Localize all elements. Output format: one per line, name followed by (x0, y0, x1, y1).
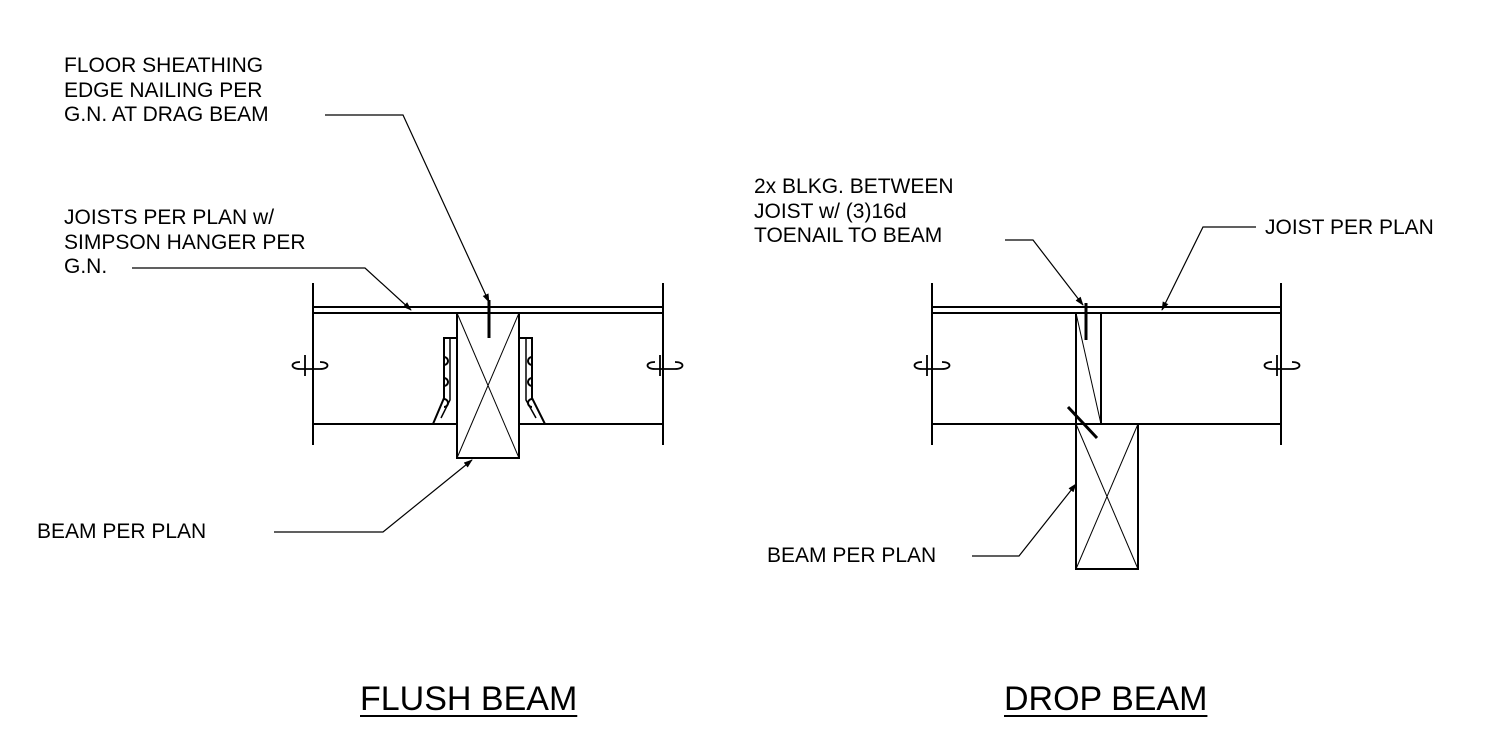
flush-sheathing-note-line: G.N. AT DRAG BEAM (64, 103, 269, 126)
drop-beam-leader (972, 483, 1077, 557)
flush-beam-cross-2 (456, 312, 520, 459)
flush-sheathing-note-line: FLOOR SHEATHING (64, 54, 264, 77)
flush-right-hanger-inner (525, 338, 537, 419)
flush-sheathing-note: FLOOR SHEATHING EDGE NAILING PER G.N. AT… (64, 54, 269, 128)
drop-left-break-symbol (913, 355, 951, 376)
drop-beam-detail (913, 226, 1301, 570)
flush-joists-leader (132, 267, 412, 311)
drop-beam-note: BEAM PER PLAN (767, 544, 936, 569)
drop-joist-note: JOIST PER PLAN (1265, 216, 1434, 241)
flush-right-break-symbol (646, 355, 684, 376)
drop-blocking-note-line: 2x BLKG. BETWEEN (754, 175, 954, 198)
flush-hanger-nails (443, 356, 533, 408)
drop-beam-cross-2 (1075, 423, 1139, 570)
flush-beam-leader (274, 459, 473, 533)
drop-blocking-note-line: JOIST w/ (3)16d (754, 199, 907, 223)
drop-toenail (1066, 405, 1099, 440)
flush-sheathing-note-line: EDGE NAILING PER (64, 78, 263, 102)
drop-blocking-note-line: TOENAIL TO BEAM (754, 224, 943, 247)
drop-blocking-leader (1005, 239, 1084, 306)
flush-joists-note: JOISTS PER PLAN w/ SIMPSON HANGER PER G.… (64, 206, 306, 280)
drop-blocking-note: 2x BLKG. BETWEEN JOIST w/ (3)16d TOENAIL… (754, 175, 954, 249)
flush-joists-note-line: G.N. (64, 255, 108, 278)
drop-blocking-diagonal (1075, 312, 1102, 425)
drop-joist-leader (1161, 226, 1256, 311)
drop-joist-note-line: JOIST PER PLAN (1265, 216, 1434, 239)
flush-left-break-symbol (291, 355, 329, 376)
flush-beam-note: BEAM PER PLAN (37, 520, 206, 545)
flush-beam-note-line: BEAM PER PLAN (37, 520, 207, 543)
drop-beam (1075, 423, 1139, 570)
flush-sheathing-leader (325, 114, 490, 303)
drop-right-break-symbol (1263, 355, 1301, 376)
drop-beam-note-line: BEAM PER PLAN (767, 544, 937, 567)
drop-beam-title: DROP BEAM (1004, 680, 1208, 718)
flush-beam-detail (132, 114, 684, 533)
flush-joists-note-line: SIMPSON HANGER PER (64, 230, 306, 254)
flush-joists-note-line: JOISTS PER PLAN w/ (64, 206, 275, 229)
flush-left-hanger-inner (440, 338, 451, 419)
flush-beam-title: FLUSH BEAM (360, 680, 578, 718)
